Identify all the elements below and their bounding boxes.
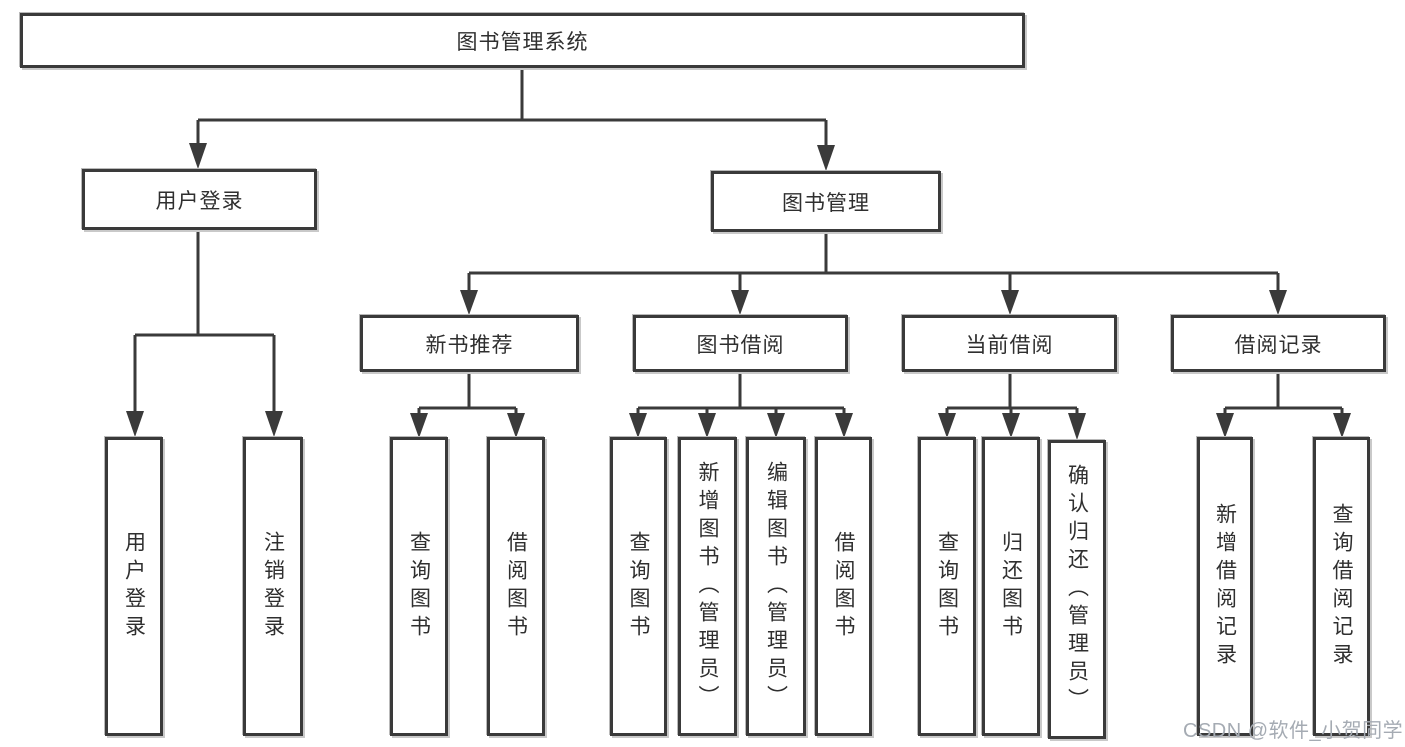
node-book-management: 图书管理 <box>711 171 941 232</box>
node-leaf-add-books-admin: 新增图书（管理员） <box>678 437 737 736</box>
node-current-borrowing: 当前借阅 <box>902 315 1117 372</box>
node-leaf-query-books-3: 查询图书 <box>918 437 976 736</box>
node-leaf-borrow-books-2: 借阅图书 <box>815 437 872 736</box>
node-leaf-borrow-books-1: 借阅图书 <box>487 437 545 736</box>
node-root: 图书管理系统 <box>20 13 1025 68</box>
node-leaf-add-borrow-record: 新增借阅记录 <box>1197 437 1253 736</box>
node-leaf-query-borrow-record: 查询借阅记录 <box>1313 437 1370 736</box>
csdn-watermark: CSDN @软件_小贺同学 <box>1183 720 1404 742</box>
node-borrowing-records: 借阅记录 <box>1171 315 1386 372</box>
node-leaf-edit-books-admin: 编辑图书（管理员） <box>746 437 806 736</box>
node-leaf-confirm-return-admin: 确认归还（管理员） <box>1048 440 1106 739</box>
node-book-borrowing: 图书借阅 <box>633 315 848 372</box>
node-leaf-query-books-1: 查询图书 <box>390 437 448 736</box>
node-leaf-query-books-2: 查询图书 <box>610 437 667 736</box>
node-leaf-user-login: 用户登录 <box>105 437 163 736</box>
node-user-login: 用户登录 <box>82 169 317 230</box>
node-leaf-return-books: 归还图书 <box>982 437 1040 736</box>
node-new-book-recommendation: 新书推荐 <box>360 315 579 372</box>
node-leaf-logout: 注销登录 <box>243 437 303 736</box>
